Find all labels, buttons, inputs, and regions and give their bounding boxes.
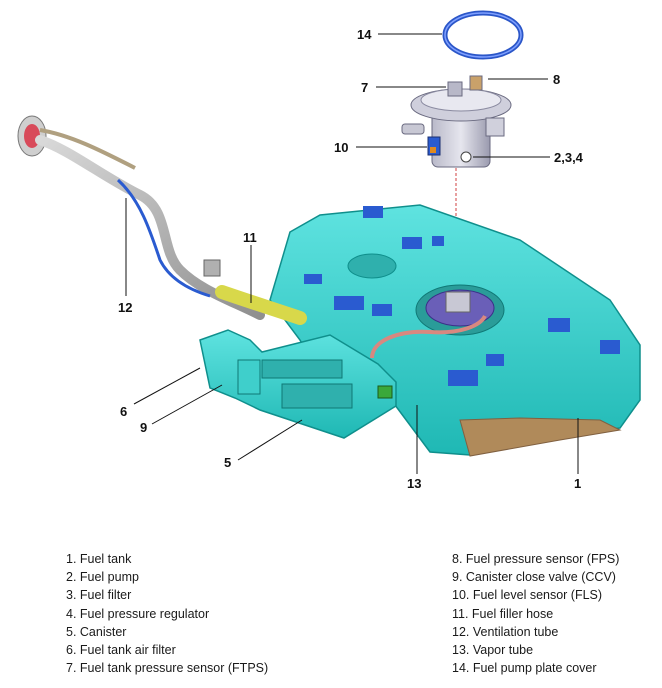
callout-14: 14 — [357, 27, 372, 42]
legend-item: 8. Fuel pressure sensor (FPS) — [452, 552, 620, 566]
callout-6: 6 — [120, 404, 127, 419]
callout-9: 9 — [140, 420, 147, 435]
legend-item: 1. Fuel tank — [66, 552, 132, 566]
legend-right: 8. Fuel pressure sensor (FPS) 9. Caniste… — [452, 550, 619, 677]
fuel-pump-plate-cover — [442, 10, 524, 60]
callout-13: 13 — [407, 476, 421, 491]
callout-1: 1 — [574, 476, 581, 491]
legend-item: 6. Fuel tank air filter — [66, 643, 176, 658]
legend-item: 9. Canister close valve (CCV) — [452, 570, 616, 585]
callout-8: 8 — [553, 72, 560, 87]
fuel-system-diagram: 14 7 8 10 2,3,4 11 12 6 9 5 13 1 — [17, 10, 641, 491]
callout-11: 11 — [243, 230, 257, 245]
legend-item: 14. Fuel pump plate cover — [452, 661, 597, 676]
legend-item: 10. Fuel level sensor (FLS) — [452, 588, 603, 603]
legend-left: 1. Fuel tank 2. Fuel pump 3. Fuel filter… — [66, 550, 268, 677]
callout-leaders — [125, 33, 579, 474]
legend-item: 3. Fuel filter — [66, 588, 132, 603]
callout-10: 10 — [334, 140, 348, 155]
ventilation-tube — [17, 115, 265, 320]
fuel-filler-hose — [215, 285, 307, 325]
canister — [199, 329, 397, 439]
legend-item: 12. Ventilation tube — [452, 624, 559, 639]
legend-item: 4. Fuel pressure regulator — [66, 606, 210, 621]
legend-item: 7. Fuel tank pressure sensor (FTPS) — [66, 661, 269, 676]
legend-item: 2. Fuel pump — [66, 570, 139, 585]
legend-item: 11. Fuel filler hose — [452, 606, 554, 621]
callout-12: 12 — [118, 300, 132, 315]
callout-5: 5 — [224, 455, 231, 470]
callout-7: 7 — [361, 80, 368, 95]
fuel-pump-module — [401, 75, 512, 168]
legend-item: 13. Vapor tube — [452, 643, 534, 658]
callout-2-3-4: 2,3,4 — [554, 150, 584, 165]
legend-item: 5. Canister — [66, 624, 127, 639]
vapor-tube — [370, 314, 487, 359]
